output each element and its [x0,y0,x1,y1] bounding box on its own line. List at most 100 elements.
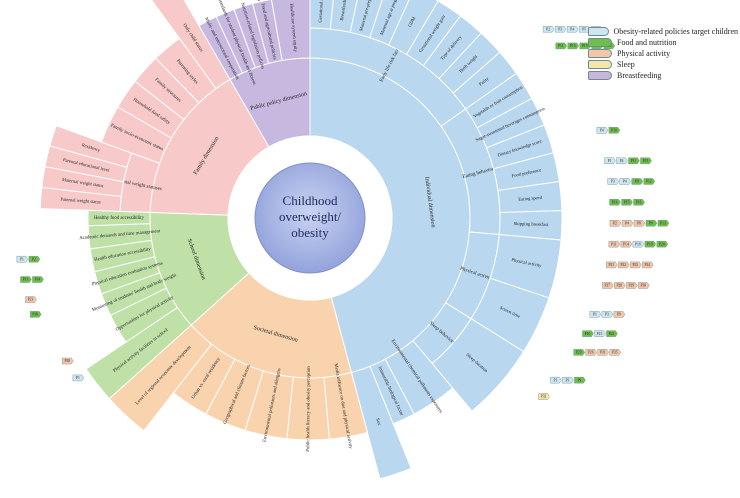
policy-tag: P28 [62,357,74,365]
policy-tag-label: P13 [660,221,666,225]
center-label-line: overweight/ [279,209,341,224]
policy-tag-label: P22 [621,263,627,267]
policy-tag-shape [574,376,586,384]
policy-tag-label: P4 [625,221,629,225]
policy-tag-label: P1 [608,159,612,163]
policy-tag: P18 [632,240,645,248]
policy-tag-shape [28,255,41,263]
policy-tag: P20 [656,240,669,248]
policy-tag-label: P21 [609,263,615,267]
policy-tag-shape [607,178,620,185]
policy-tag: P1 [604,157,616,164]
policy-tag-shape [567,42,579,50]
policy-tag: P21 [606,261,618,269]
policy-tag: P9 [574,376,586,384]
policy-tag-shape [616,157,628,164]
factor-label: Public health literacy and obesity perce… [306,366,312,452]
policy-tag: P14 [609,199,621,206]
policy-tag: P9 [645,220,658,227]
policy-tag-shape [620,240,633,248]
policy-tag: P11 [608,240,621,248]
policy-tag: P15 [621,199,633,206]
policy-tag: P4 [621,220,634,227]
policy-tag-label: P11 [558,44,564,48]
policy-tag-shape [630,261,642,269]
policy-tag: P3 [607,178,620,185]
policy-tag-shape [608,240,621,248]
policy-tag-shape [597,349,609,356]
policy-tag-label: P2 [32,257,36,261]
policy-tag-shape [631,178,644,185]
policy-tag-label: P3 [605,312,609,316]
policy-tag-label: P16 [636,200,642,204]
legend-swatch [588,49,612,58]
policy-tag: P1 [550,376,562,384]
policy-tag-shape [644,240,657,248]
policy-tag: P13 [657,220,670,227]
policy-tag-label: P11 [631,159,637,163]
center-circle [254,162,366,274]
policy-tag-shape [72,374,85,382]
policy-tag: P31 [597,349,609,356]
legend-label: Physical activity [617,49,671,58]
policy-tag: P14 [620,240,633,248]
policy-tag-shape [614,282,626,289]
policy-tag-shape [550,376,562,384]
policy-tag: P4 [619,178,632,185]
policy-tag-label: P3 [558,27,562,31]
legend-swatch [588,38,612,47]
policy-tag-shape [573,349,585,356]
policy-tag-label: P30 [641,284,647,288]
center-label-line: Childhood [283,193,338,208]
policy-tag-label: P2 [613,221,617,225]
policy-tag: P4 [596,127,609,134]
policy-tag-label: P1 [554,378,558,382]
policy-tag-label: P14 [623,242,629,246]
policy-tag: P29 [626,282,638,289]
policy-tag: P3 [554,26,567,33]
policy-tag: P28 [614,282,626,289]
policy-tag-label: P27 [605,284,611,288]
policy-tag: P32 [538,393,550,400]
policy-tag-shape [609,349,621,356]
policy-tag-shape [628,157,640,164]
legend-label: Food and nutrition [617,38,677,47]
policy-tag-label: P20 [659,242,665,246]
policy-tag-label: P1 [76,376,80,380]
policy-tag-shape [609,220,622,227]
policy-tag-label: P23 [28,298,34,302]
policy-tag: P4 [566,26,579,33]
policy-tag: P1 [589,311,602,318]
policy-tag: P13 [20,276,32,283]
policy-tag-label: P15 [597,332,603,336]
factor-label: Physical activity [511,257,543,268]
policy-tag-label: P9 [578,378,582,382]
policy-tag: P35 [609,349,621,356]
policy-tag: P15 [594,330,606,337]
factor-label: Gestational age at gravidity [317,0,325,23]
policy-tag: P4 [616,157,628,164]
policy-tag: P12 [643,178,656,185]
policy-tag-shape [20,276,32,283]
legend-item: Food and nutrition [588,37,738,48]
policy-tag-label: P28 [617,284,623,288]
policy-tag-label: P1 [20,257,24,261]
policy-tag: P16 [633,199,645,206]
policy-tag-shape [656,240,669,248]
policy-tag: P3 [562,376,574,384]
policy-tag-shape [589,311,602,318]
policy-tag-shape [642,261,654,269]
policy-tag-label: P8 [637,221,641,225]
policy-tag-label: P26 [588,351,594,355]
policy-tag: P9 [631,178,644,185]
policy-tag-shape [608,127,621,134]
legend-item: Breastfeeding [588,70,738,81]
policy-tag-shape [604,157,616,164]
policy-tag-shape [638,282,650,289]
policy-tag-shape [554,26,567,33]
policy-tag-label: P15 [624,200,630,204]
legend-label: Sleep [617,60,635,69]
policy-tag: P2 [542,26,555,33]
policy-tag: P23 [630,261,642,269]
